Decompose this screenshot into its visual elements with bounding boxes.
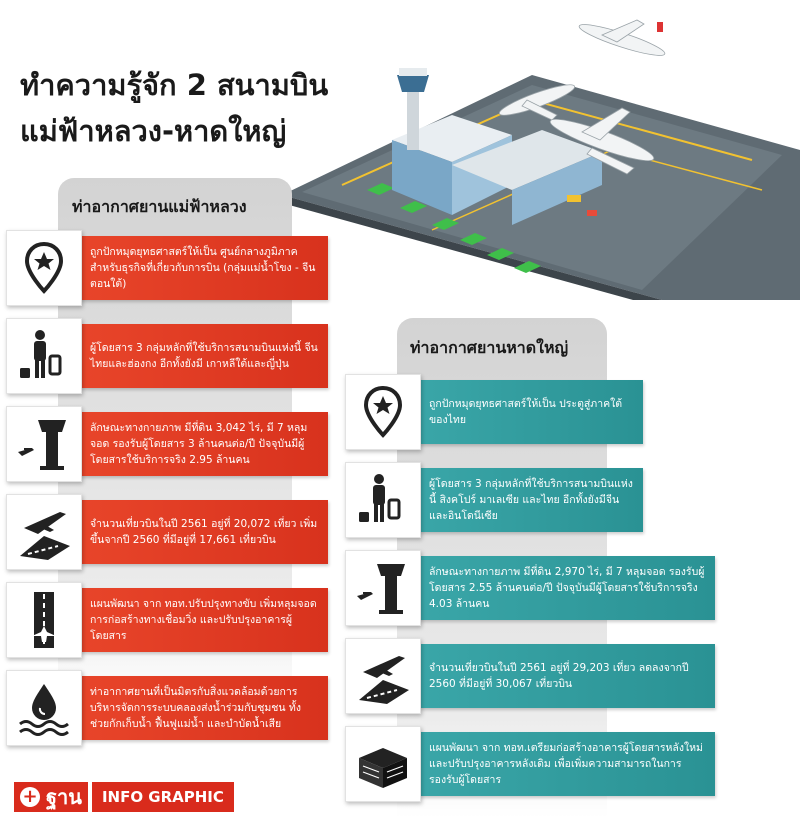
mfl-card-development: แผนพัฒนา จาก ทอท.ปรับปรุงทางขับ เพิ่มหลุ… xyxy=(6,582,328,658)
mfl-card-flights: จำนวนเที่ยวบินในปี 2561 อยู่ที่ 20,072 เ… xyxy=(6,494,328,570)
control-tower-icon xyxy=(345,550,421,626)
mfl-text-environment: ท่าอากาศยานที่เป็นมิตรกับสิ่งแวดล้อมด้วย… xyxy=(80,676,328,740)
hy-text-development: แผนพัฒนา จาก ทอท.เตรียมก่อสร้างอาคารผู้โ… xyxy=(419,732,715,796)
mfl-text-passengers: ผู้โดยสาร 3 กลุ่มหลักที่ใช้บริการสนามบิน… xyxy=(80,324,328,388)
hy-card-strategy: ถูกปักหมุดยุทธศาสตร์ให้เป็น ประตูสู่ภาคใ… xyxy=(345,374,643,450)
mfl-card-passengers: ผู้โดยสาร 3 กลุ่มหลักที่ใช้บริการสนามบิน… xyxy=(6,318,328,394)
hy-text-physical: ลักษณะทางกายภาพ มีที่ดิน 2,970 ไร่, มี 7… xyxy=(419,556,715,620)
hy-card-flights: จำนวนเที่ยวบินในปี 2561 อยู่ที่ 29,203 เ… xyxy=(345,638,715,714)
logo-badge: + ฐาน xyxy=(14,782,88,812)
hy-card-passengers: ผู้โดยสาร 3 กลุ่มหลักที่ใช้บริการสนามบิน… xyxy=(345,462,643,538)
plus-icon: + xyxy=(20,787,40,807)
mfl-text-strategy: ถูกปักหมุดยุทธศาสตร์ให้เป็น ศูนย์กลางภูม… xyxy=(80,236,328,300)
airplane-takeoff-icon xyxy=(345,638,421,714)
mfl-card-environment: ท่าอากาศยานที่เป็นมิตรกับสิ่งแวดล้อมด้วย… xyxy=(6,670,328,746)
thansettakij-logo: + ฐาน INFO GRAPHIC xyxy=(14,780,259,814)
logo-brand: ฐาน xyxy=(46,785,82,809)
water-drop-icon xyxy=(6,670,82,746)
hy-card-physical: ลักษณะทางกายภาพ มีที่ดิน 2,970 ไร่, มี 7… xyxy=(345,550,715,626)
title-line-2: แม่ฟ้าหลวง-หาดใหญ่ xyxy=(20,114,287,148)
airplane-takeoff-icon xyxy=(6,494,82,570)
airport-illustration xyxy=(282,19,800,300)
title-line-1: ทำความรู้จัก 2 สนามบิน xyxy=(20,68,329,102)
map-pin-star-icon xyxy=(6,230,82,306)
page-title: ทำความรู้จัก 2 สนามบิน แม่ฟ้าหลวง-หาดใหญ… xyxy=(20,62,410,154)
mfl-text-development: แผนพัฒนา จาก ทอท.ปรับปรุงทางขับ เพิ่มหลุ… xyxy=(80,588,328,652)
logo-label: INFO GRAPHIC xyxy=(91,782,234,812)
traveler-luggage-icon xyxy=(6,318,82,394)
hy-text-passengers: ผู้โดยสาร 3 กลุ่มหลักที่ใช้บริการสนามบิน… xyxy=(419,468,643,532)
mfl-text-flights: จำนวนเที่ยวบินในปี 2561 อยู่ที่ 20,072 เ… xyxy=(80,500,328,564)
mae-fah-luang-heading: ท่าอากาศยานแม่ฟ้าหลวง xyxy=(72,197,247,216)
mfl-card-strategy: ถูกปักหมุดยุทธศาสตร์ให้เป็น ศูนย์กลางภูม… xyxy=(6,230,328,306)
hy-text-strategy: ถูกปักหมุดยุทธศาสตร์ให้เป็น ประตูสู่ภาคใ… xyxy=(419,380,643,444)
traveler-luggage-icon xyxy=(345,462,421,538)
hat-yai-heading: ท่าอากาศยานหาดใหญ่ xyxy=(410,338,569,357)
control-tower-icon xyxy=(6,406,82,482)
runway-icon xyxy=(6,582,82,658)
hy-card-development: แผนพัฒนา จาก ทอท.เตรียมก่อสร้างอาคารผู้โ… xyxy=(345,726,715,802)
hy-text-flights: จำนวนเที่ยวบินในปี 2561 อยู่ที่ 29,203 เ… xyxy=(419,644,715,708)
mfl-text-physical: ลักษณะทางกายภาพ มีที่ดิน 3,042 ไร่, มี 7… xyxy=(80,412,328,476)
terminal-building-icon xyxy=(345,726,421,802)
map-pin-star-icon xyxy=(345,374,421,450)
mfl-card-physical: ลักษณะทางกายภาพ มีที่ดิน 3,042 ไร่, มี 7… xyxy=(6,406,328,482)
